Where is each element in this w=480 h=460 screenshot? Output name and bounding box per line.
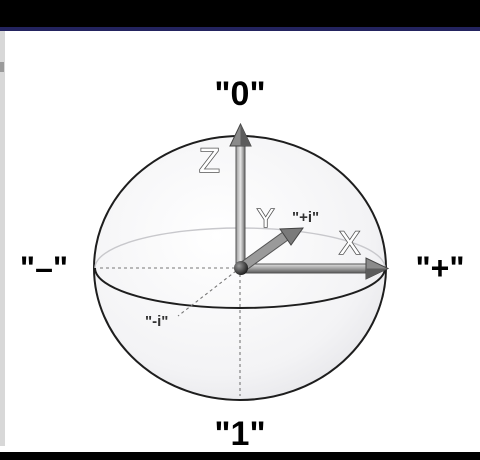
plus-i-state-label: "+i" xyxy=(292,209,319,226)
zero-state-label: "0" xyxy=(214,75,265,113)
top-window-bar xyxy=(0,0,480,27)
bottom-window-bar xyxy=(0,452,480,460)
x-axis-label: X xyxy=(339,225,360,261)
left-window-edge xyxy=(0,31,5,446)
one-state-label: "1" xyxy=(214,415,265,453)
z-axis-label: Z xyxy=(199,142,220,180)
origin-point xyxy=(234,261,248,275)
minus-i-state-label: "-i" xyxy=(145,313,168,330)
equator-front-arc xyxy=(94,267,386,309)
top-bar-accent-line xyxy=(0,27,480,31)
left-edge-marker xyxy=(0,62,4,72)
minus-state-label: "–" xyxy=(20,250,68,286)
plus-state-label: "+" xyxy=(415,250,464,286)
y-axis-arrow xyxy=(239,227,304,272)
negative-y-dashed-axis xyxy=(177,270,237,317)
y-axis-label: Y xyxy=(257,203,274,233)
